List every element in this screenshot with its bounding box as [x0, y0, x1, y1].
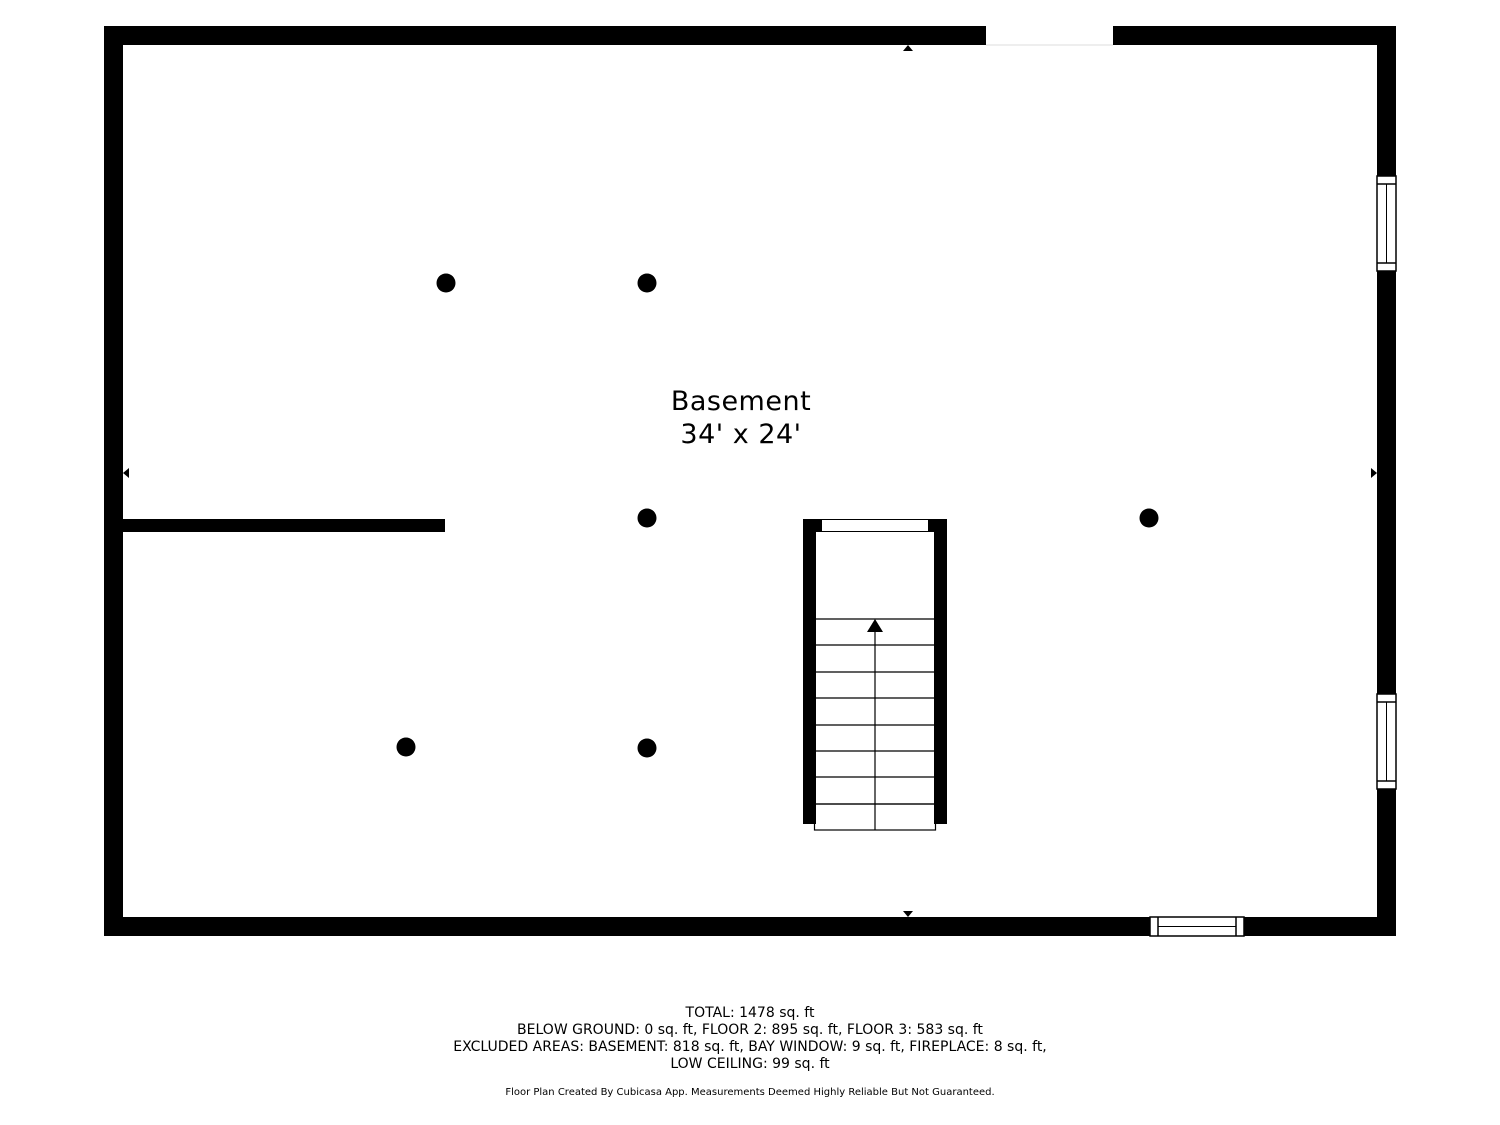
summary-floors: BELOW GROUND: 0 sq. ft, FLOOR 2: 895 sq.… — [517, 1022, 983, 1038]
stair-wall-right — [934, 519, 947, 824]
summary-total: TOTAL: 1478 sq. ft — [685, 1005, 815, 1021]
wall-right-upper — [1377, 26, 1396, 176]
stair-wall-left — [803, 519, 816, 824]
wall-bottom-left — [104, 917, 1150, 936]
left-marker — [123, 468, 129, 478]
column — [637, 508, 657, 528]
support-columns — [396, 273, 1159, 758]
stair-direction-arrow-icon — [867, 619, 883, 632]
window-right-lower — [1376, 693, 1397, 790]
column — [637, 738, 657, 758]
window-bottom — [1149, 916, 1245, 937]
room-name: Basement — [670, 386, 812, 417]
wall-bottom-right — [1244, 917, 1396, 936]
top-marker — [903, 45, 913, 51]
summary-excluded: EXCLUDED AREAS: BASEMENT: 818 sq. ft, BA… — [453, 1039, 1047, 1055]
outer-walls — [104, 26, 1396, 936]
column — [637, 273, 657, 293]
bottom-marker — [903, 911, 913, 917]
wall-right-middle — [1377, 271, 1396, 694]
wall-top-right — [1113, 26, 1396, 45]
wall-top-left — [104, 26, 986, 45]
stair-top-right-cap — [928, 519, 947, 532]
wall-left — [104, 26, 123, 936]
summary-low-ceiling: LOW CEILING: 99 sq. ft — [670, 1056, 830, 1072]
column — [1139, 508, 1159, 528]
interior-wall — [123, 519, 445, 532]
room-dimensions: 34' x 24' — [680, 419, 802, 450]
window-right-upper — [1376, 175, 1397, 272]
column — [436, 273, 456, 293]
column — [396, 737, 416, 757]
stair-top-left-cap — [803, 519, 822, 532]
right-marker — [1371, 468, 1377, 478]
staircase — [803, 519, 947, 831]
disclaimer: Floor Plan Created By Cubicasa App. Meas… — [505, 1087, 995, 1098]
wall-right-lower — [1377, 789, 1396, 936]
